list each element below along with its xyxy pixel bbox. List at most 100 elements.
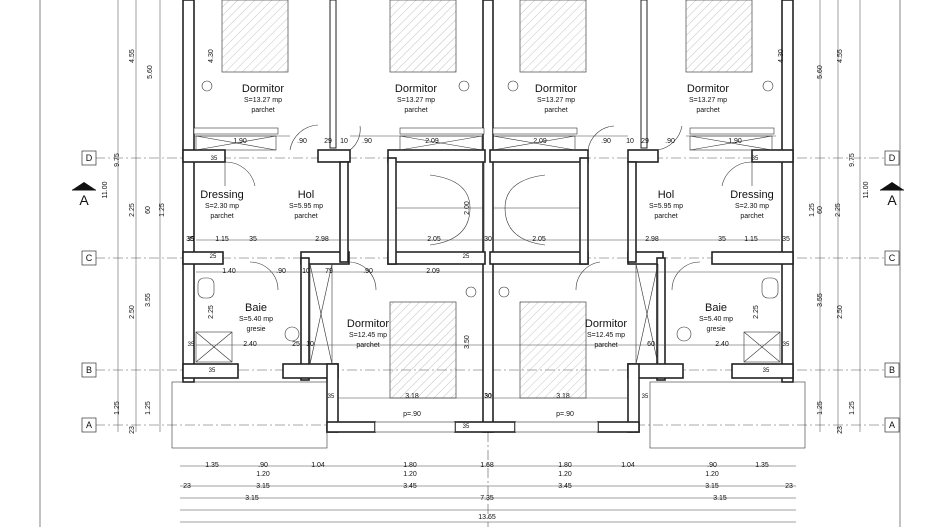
dim-label: 35 bbox=[188, 342, 195, 348]
dim-label: 3.18 bbox=[405, 393, 419, 400]
room-hol-left-area: S=5.95 mp bbox=[289, 203, 323, 210]
dim-label: .90 bbox=[297, 138, 307, 145]
dim-label: 2.25 bbox=[129, 203, 136, 217]
room-dressing-right-name: Dressing bbox=[730, 189, 773, 201]
beds bbox=[221, 0, 753, 399]
room-dorm4-name: Dormitor bbox=[687, 83, 730, 95]
axis-label-c-right: C bbox=[889, 253, 896, 263]
frame-lines bbox=[39, 0, 901, 527]
dim-label: 9.75 bbox=[849, 153, 856, 167]
dim-label: 25 bbox=[210, 254, 217, 260]
dim-label: 1.80 bbox=[403, 462, 417, 469]
room-hol-left-name: Hol bbox=[298, 189, 315, 201]
dim-label: 4.30 bbox=[778, 49, 785, 63]
dim-label: 1.90 bbox=[728, 138, 742, 145]
room-baie-right-area: S=5.40 mp bbox=[699, 316, 733, 323]
room-dorm3-name: Dormitor bbox=[535, 83, 578, 95]
dim-label: 1.40 bbox=[222, 268, 236, 275]
doors bbox=[224, 124, 753, 291]
axis-label-a-right: A bbox=[889, 420, 895, 430]
dim-label: 10 bbox=[626, 138, 634, 145]
room-dorm5-floor: parchet bbox=[356, 342, 379, 349]
room-dorm1-name: Dormitor bbox=[242, 83, 285, 95]
dim-label: 1.20 bbox=[403, 471, 417, 478]
dim-label: 60 bbox=[817, 206, 824, 214]
dim-label: 2.50 bbox=[837, 305, 844, 319]
horizontal-dimension-labels: 1.90 .90 29 10 .90 2.09 2.09 .90 10 29 .… bbox=[183, 138, 793, 521]
dim-label: 1.25 bbox=[817, 401, 824, 415]
dim-label: 1.25 bbox=[114, 401, 121, 415]
dim-label: 3.55 bbox=[145, 293, 152, 307]
dim-label: 1.68 bbox=[480, 462, 494, 469]
dim-label: 3.45 bbox=[558, 483, 572, 490]
dim-label: 5.60 bbox=[817, 65, 824, 79]
dim-label: 3.45 bbox=[403, 483, 417, 490]
dim-label: 9.75 bbox=[114, 153, 121, 167]
dim-label: 13.65 bbox=[478, 514, 496, 521]
dim-label: 35 bbox=[211, 156, 218, 162]
dim-label: 30 bbox=[484, 236, 492, 243]
axis-bubbles bbox=[81, 150, 900, 433]
wardrobes bbox=[195, 135, 773, 365]
dim-label: 1.90 bbox=[233, 138, 247, 145]
room-dressing-left-name: Dressing bbox=[200, 189, 243, 201]
dim-label: 1.15 bbox=[215, 236, 229, 243]
dim-label: 4.30 bbox=[208, 49, 215, 63]
dim-label: 23 bbox=[129, 426, 136, 434]
dim-label: 25 bbox=[463, 254, 470, 260]
dim-label: 29 bbox=[324, 138, 332, 145]
axis-label-d-right: D bbox=[889, 153, 896, 163]
room-baie-left-name: Baie bbox=[245, 302, 267, 314]
dim-label: 35 bbox=[642, 394, 649, 400]
dim-label: 11.00 bbox=[102, 181, 109, 198]
dim-label: 29 bbox=[641, 138, 649, 145]
section-markers bbox=[72, 182, 904, 191]
dim-label: p=.90 bbox=[556, 411, 574, 418]
dim-label: 3.55 bbox=[817, 293, 824, 307]
dim-label: 2.50 bbox=[129, 305, 136, 319]
dim-label: 5.60 bbox=[147, 65, 154, 79]
dim-label: 3.50 bbox=[464, 335, 471, 349]
dim-label: .90 bbox=[363, 268, 373, 275]
dim-label: 1.20 bbox=[558, 471, 572, 478]
room-baie-right-name: Baie bbox=[705, 302, 727, 314]
dim-label: 4.55 bbox=[129, 49, 136, 63]
room-dorm5-name: Dormitor bbox=[347, 318, 390, 330]
axis-label-d-left: D bbox=[86, 153, 93, 163]
dim-label: 1.25 bbox=[159, 203, 166, 217]
dim-label: 4.55 bbox=[837, 49, 844, 63]
room-dorm2-floor: parchet bbox=[404, 107, 427, 114]
dim-label: 35 bbox=[763, 368, 770, 374]
terrace bbox=[171, 381, 806, 449]
dim-label: 2.09 bbox=[426, 268, 440, 275]
dim-label: 1.04 bbox=[311, 462, 325, 469]
dim-label: 2.40 bbox=[715, 341, 729, 348]
room-labels: Dormitor S=13.27 mp parchet Dormitor S=1… bbox=[200, 83, 773, 349]
room-dorm6-name: Dormitor bbox=[585, 318, 628, 330]
dim-label: 2.40 bbox=[243, 341, 257, 348]
dim-label: 1.04 bbox=[621, 462, 635, 469]
dim-label: .90 bbox=[258, 462, 268, 469]
fixtures bbox=[195, 80, 781, 363]
dim-label: 2.05 bbox=[427, 236, 441, 243]
dim-label: 1.25 bbox=[849, 401, 856, 415]
room-dorm3-area: S=13.27 mp bbox=[537, 97, 575, 104]
axis-label-b-right: B bbox=[889, 365, 895, 375]
dim-label: 30 bbox=[485, 394, 492, 400]
dim-label: 35 bbox=[186, 236, 194, 243]
dim-label: 1.25 bbox=[809, 203, 816, 217]
dim-label: 2.00 bbox=[464, 201, 471, 215]
room-hol-right-area: S=5.95 mp bbox=[649, 203, 683, 210]
dim-label: 1.15 bbox=[744, 236, 758, 243]
dim-label: 2.25 bbox=[208, 305, 215, 319]
windows bbox=[193, 127, 775, 433]
dim-label: 35 bbox=[752, 156, 759, 162]
room-dorm3-floor: parchet bbox=[544, 107, 567, 114]
dim-label: 2.25 bbox=[753, 305, 760, 319]
room-baie-left-floor: gresie bbox=[246, 326, 265, 333]
dim-label: .90 bbox=[362, 138, 372, 145]
room-dressing-right-floor: parchet bbox=[740, 213, 763, 220]
dim-label: 2.05 bbox=[532, 236, 546, 243]
dim-label: .90 bbox=[665, 138, 675, 145]
dim-label: 35 bbox=[328, 394, 335, 400]
